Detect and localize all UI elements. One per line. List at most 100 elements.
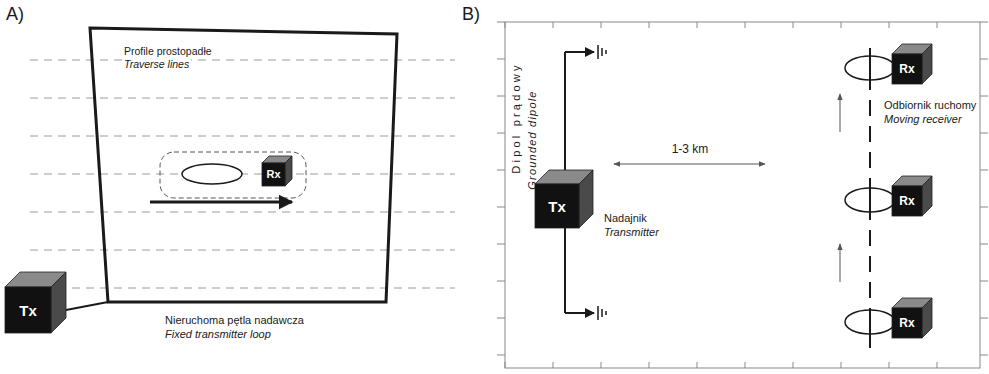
dipole-end xyxy=(565,51,594,53)
coil-axis xyxy=(869,310,871,334)
instrument-label: Tx xyxy=(19,303,37,318)
frame-tick xyxy=(745,362,746,368)
receiver-coil xyxy=(845,310,895,334)
instrument-box: Rx xyxy=(262,156,292,186)
frame-tick xyxy=(697,362,698,368)
instrument-label: Rx xyxy=(899,63,914,75)
transmitter-loop: Nieruchoma pętla nadawczaFixed transmitt… xyxy=(90,28,398,302)
dipole-end xyxy=(565,312,594,314)
receiver-coil xyxy=(182,164,242,184)
frame-tick xyxy=(841,22,842,28)
frame-tick xyxy=(697,22,698,28)
frame-tick xyxy=(505,362,506,368)
traverse-line xyxy=(30,136,455,137)
frame-tick xyxy=(745,22,746,28)
frame-tick xyxy=(980,59,988,60)
receiver-coil xyxy=(845,56,895,80)
cube-side xyxy=(51,272,66,333)
frame-tick xyxy=(980,281,988,282)
annotation: Traverse lines xyxy=(122,58,191,70)
coil-axis xyxy=(869,188,871,212)
traverse-line xyxy=(30,60,455,61)
move-arrow xyxy=(840,244,841,282)
frame-tick xyxy=(980,170,988,171)
frame-tick xyxy=(980,355,988,356)
loop-line xyxy=(90,28,397,302)
frame-tick xyxy=(793,362,794,368)
frame-tick xyxy=(937,22,938,28)
traverse-line xyxy=(30,250,455,251)
feed-wire xyxy=(66,302,108,310)
move-arrow xyxy=(840,94,841,132)
instrument-label: Rx xyxy=(266,169,280,180)
frame-tick xyxy=(649,362,650,368)
receiver-bounds xyxy=(160,152,306,198)
ground-bar xyxy=(597,306,599,320)
loop-caption: Fixed transmitter loop xyxy=(165,328,271,340)
instrument-box: Rx xyxy=(892,44,932,84)
panel-frame xyxy=(505,22,980,368)
cube-front xyxy=(535,184,579,228)
coil-axis xyxy=(869,56,871,80)
frame-tick xyxy=(793,22,794,28)
frame-tick xyxy=(497,244,505,245)
frame-tick xyxy=(553,22,554,28)
cube-side xyxy=(922,176,932,216)
frame-tick xyxy=(505,22,506,28)
panel-letter: B) xyxy=(462,4,480,25)
frame-tick xyxy=(980,244,988,245)
frame-tick xyxy=(841,362,842,368)
ground-bar xyxy=(597,45,599,59)
loop-caption: Nieruchoma pętla nadawcza xyxy=(165,314,304,326)
frame-tick xyxy=(980,318,988,319)
instrument-label: Rx xyxy=(899,317,914,329)
frame-tick xyxy=(497,59,505,60)
frame-tick xyxy=(497,96,505,97)
frame-tick xyxy=(497,207,505,208)
distance-arrow xyxy=(614,164,765,165)
annotation: Grounded dipole xyxy=(526,90,539,189)
annotation: Moving receiver xyxy=(884,113,962,126)
ground-bar xyxy=(601,309,603,317)
frame-tick xyxy=(649,22,650,28)
cube-side xyxy=(579,170,593,228)
annotation: Nadajnik xyxy=(604,212,647,225)
frame-tick xyxy=(553,362,554,368)
annotation: Dipol prądowy xyxy=(510,62,523,173)
frame-tick xyxy=(980,96,988,97)
panel-letter: A) xyxy=(6,4,24,25)
frame-tick xyxy=(980,133,988,134)
frame-tick xyxy=(497,281,505,282)
frame-tick xyxy=(889,22,890,28)
frame-tick xyxy=(980,22,988,23)
ground-bar xyxy=(605,50,607,54)
instrument-box: Rx xyxy=(892,176,932,216)
frame-tick xyxy=(980,207,988,208)
frame-tick xyxy=(497,170,505,171)
instrument-box: Tx xyxy=(5,272,66,333)
receiver-coil xyxy=(845,188,895,212)
frame-tick xyxy=(601,22,602,28)
move-arrow xyxy=(150,201,292,204)
ground-symbol xyxy=(598,45,606,320)
annotation: Profile prostopadłe xyxy=(122,45,214,57)
frame-tick xyxy=(937,362,938,368)
frame-ticks xyxy=(497,22,988,368)
frame-tick xyxy=(889,362,890,368)
frame-tick xyxy=(601,362,602,368)
instrument-box: Tx xyxy=(535,170,593,228)
cube-side xyxy=(285,156,292,186)
cube-front xyxy=(892,186,922,216)
frame-tick xyxy=(497,133,505,134)
instrument-label: Rx xyxy=(899,195,914,207)
ground-bar xyxy=(601,48,603,56)
instrument-box: Rx xyxy=(892,298,932,338)
loop-outline xyxy=(90,28,398,302)
annotation: 1-3 km xyxy=(670,143,711,157)
ground-bar xyxy=(605,311,607,315)
cube-front xyxy=(5,287,51,333)
cube-side xyxy=(922,298,932,338)
cube-front xyxy=(892,308,922,338)
frame-tick xyxy=(497,22,505,23)
cube-front xyxy=(262,163,285,186)
